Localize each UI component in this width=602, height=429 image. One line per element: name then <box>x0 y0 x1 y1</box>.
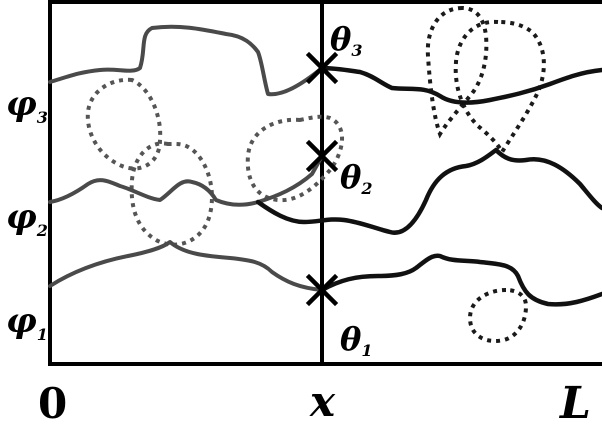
loop-right-upper-1 <box>425 5 489 139</box>
path-theta1-right <box>319 253 602 307</box>
path-phi3-left <box>48 24 324 97</box>
loop-left-lower <box>129 141 214 247</box>
path-theta3-right <box>319 65 602 105</box>
cross-marker-theta2 <box>305 139 339 173</box>
theta1-label: θ1 <box>340 320 372 360</box>
phi1-label: φ1 <box>6 301 48 344</box>
phi2-label: φ2 <box>6 197 48 240</box>
diagram-frame <box>48 0 602 366</box>
loop-right-upper-2 <box>453 19 546 157</box>
cross-marker-theta1 <box>305 273 339 307</box>
theta3-label: θ3 <box>330 20 362 60</box>
cross-marker-theta3 <box>305 51 339 85</box>
theta2-label: θ2 <box>340 158 372 198</box>
path-phi1-left <box>48 240 324 292</box>
axis-start-label: 0 <box>38 379 67 428</box>
phi3-label: φ3 <box>6 84 48 127</box>
axis-end-label: L <box>558 378 591 429</box>
path-phi2-left <box>48 154 324 207</box>
loop-center <box>245 114 345 203</box>
loop-right-lower <box>467 287 529 343</box>
loop-left-upper <box>85 77 163 171</box>
axis-x-label: x <box>309 377 336 426</box>
path-theta2-right <box>255 147 602 235</box>
